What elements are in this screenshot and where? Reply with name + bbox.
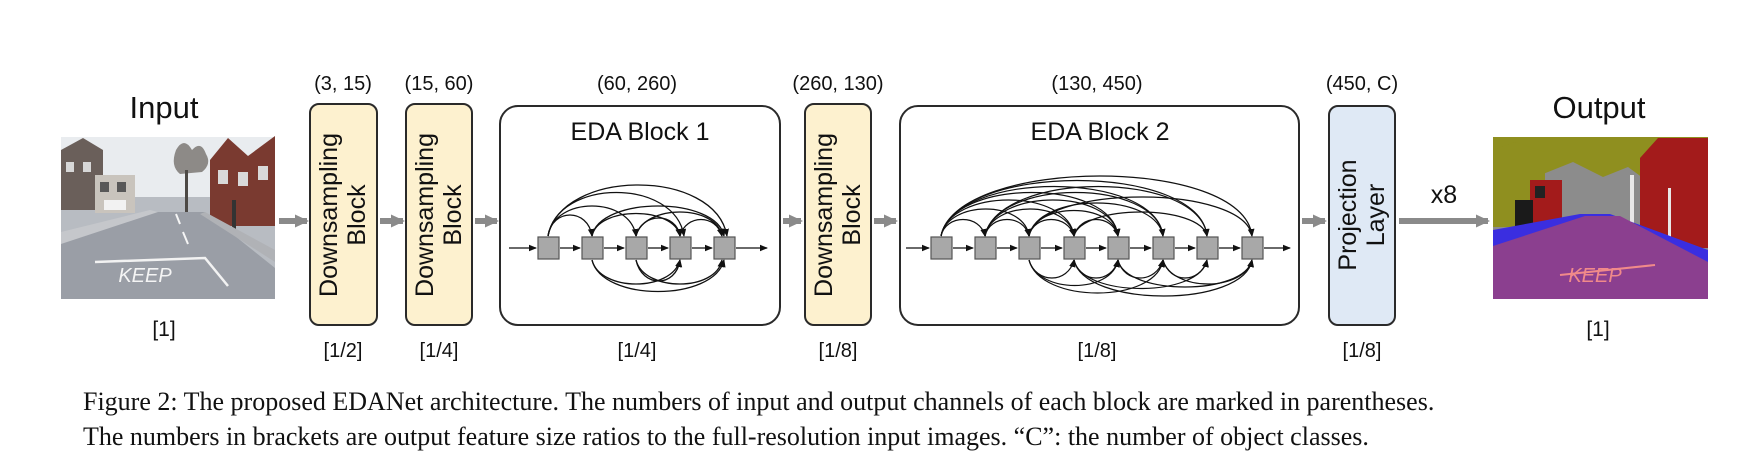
proj-channels: (450, C) (1326, 73, 1398, 95)
down1-channels: (3, 15) (314, 73, 372, 95)
down3-label-line1: Downsampling (810, 133, 838, 297)
output-road-text: KEEP (1568, 265, 1622, 287)
proj-label-line2: Layer (1362, 184, 1390, 247)
input-title: Input (130, 90, 199, 125)
figure-caption: Figure 2: The proposed EDANet architectu… (83, 384, 1743, 454)
eda-block-1 (499, 105, 781, 326)
down1-label-line2: Block (343, 184, 371, 246)
down1-ratio: [1/2] (324, 340, 363, 362)
eda2-node (1241, 236, 1264, 260)
eda2-label: EDA Block 2 (1031, 118, 1170, 146)
projection-layer (1328, 105, 1396, 326)
eda1-node (669, 236, 692, 260)
eda1-node (625, 236, 648, 260)
eda2-node (974, 236, 997, 260)
downsampling-block-2 (405, 103, 473, 326)
down2-channels: (15, 60) (405, 73, 474, 95)
eda2-nodes (930, 236, 1264, 260)
eda1-ratio: [1/4] (618, 340, 657, 362)
eda2-node (1063, 236, 1086, 260)
proj-ratio: [1/8] (1343, 340, 1382, 362)
eda1-channels: (60, 260) (597, 73, 677, 95)
down3-label-line2: Block (838, 184, 866, 246)
eda2-node (1107, 236, 1130, 260)
eda1-node (713, 236, 736, 260)
eda1-node (581, 236, 604, 260)
caption-line-1: Figure 2: The proposed EDANet architectu… (83, 387, 1435, 416)
upsample-label: x8 (1431, 181, 1457, 209)
output-ratio: [1] (1586, 318, 1609, 341)
eda2-node (1196, 236, 1219, 260)
eda2-node (930, 236, 953, 260)
input-image: KEEP (61, 136, 275, 299)
down3-ratio: [1/8] (819, 340, 858, 362)
down3-channels: (260, 130) (792, 73, 883, 95)
output-segmentation-image: KEEP (1493, 137, 1708, 299)
eda2-channels: (130, 450) (1051, 73, 1142, 95)
eda1-connections (509, 184, 768, 293)
input-ratio: [1] (152, 318, 175, 341)
proj-label-line1: Projection (1334, 159, 1362, 270)
eda1-nodes (537, 236, 736, 260)
down2-label-line2: Block (439, 184, 467, 246)
output-title: Output (1552, 90, 1645, 125)
eda2-ratio: [1/8] (1078, 340, 1117, 362)
down1-label-line1: Downsampling (315, 133, 343, 297)
eda1-node (537, 236, 560, 260)
down2-label-line1: Downsampling (411, 133, 439, 297)
down2-ratio: [1/4] (420, 340, 459, 362)
downsampling-block-1 (309, 103, 378, 326)
eda1-label: EDA Block 1 (571, 118, 710, 146)
caption-line-2: The numbers in brackets are output featu… (83, 422, 1369, 451)
input-road-text: KEEP (118, 265, 172, 287)
eda2-node (1018, 236, 1041, 260)
eda2-connections (906, 175, 1291, 297)
eda2-node (1152, 236, 1175, 260)
downsampling-block-3 (804, 103, 872, 326)
